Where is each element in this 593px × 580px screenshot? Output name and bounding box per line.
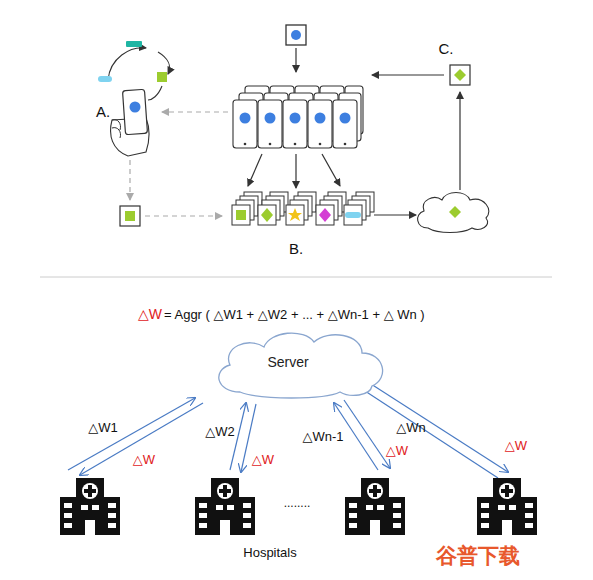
update-label: △W [133,453,155,467]
input-card [286,25,306,72]
node-label: Server [267,354,308,370]
update-label: △W1 [88,421,118,435]
update-label: △Wn-1 [302,430,343,444]
global-model-loop [372,65,489,233]
watermark: 谷普下载 [436,544,520,567]
formula-result: △W [138,307,162,322]
dashed-path [130,112,228,216]
flow-arrows [248,154,340,188]
update-label: △W2 [205,425,235,439]
update-label: △W [505,439,527,453]
phone-stack [233,86,363,148]
ellipsis: ........ [284,497,311,510]
personal-phone [98,41,170,156]
formula-text: = Aggr ( △W1 + △W2 + ... + △Wn-1 + △ Wn … [164,308,425,322]
step-letter: B. [289,241,303,258]
step-letter: A. [96,104,110,121]
divider [40,277,552,278]
card-stacks [232,192,374,225]
update-label: △W [386,444,408,458]
group-label: Hospitals [243,546,296,560]
server-cloud: Server [208,326,392,402]
update-label: △Wn [396,421,426,435]
update-label: △W [252,453,274,467]
update-card [120,206,140,226]
hospital-icons [60,478,537,535]
step-letter: C. [439,41,454,58]
